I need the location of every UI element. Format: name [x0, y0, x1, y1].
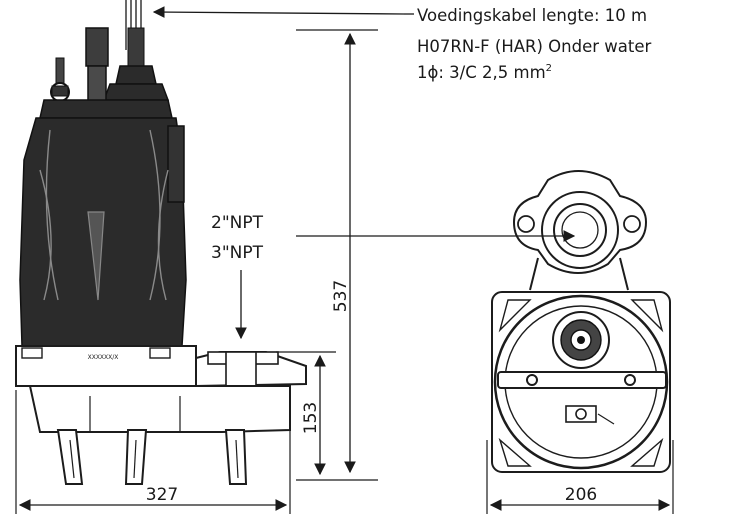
cable-section-text: 1ϕ: 3/C 2,5 mm2: [417, 63, 552, 82]
volute-body: [28, 385, 291, 433]
cable-note: Voedingskabel lengte: 10 m H07RN-F (HAR)…: [152, 6, 652, 82]
dimension-height-base: 153: [276, 351, 378, 481]
cable-length-text: Voedingskabel lengte: 10 m: [417, 6, 647, 25]
handle-bar-top: [497, 371, 667, 389]
leg-left: [56, 429, 84, 485]
dim-top-width: 206: [565, 485, 597, 505]
cable-section-main: 1ϕ: 3/C 2,5 mm: [417, 63, 546, 82]
cable-gland: [115, 65, 157, 85]
power-cable: [125, 0, 145, 67]
cable-leader-line: [152, 6, 405, 18]
dimension-width-top: 206: [486, 440, 674, 514]
dimension-height-total: 537: [296, 29, 378, 474]
label-3-npt: 3"NPT: [211, 243, 264, 263]
nameplate-text: XXXXXX/X: [88, 354, 119, 361]
handle-grip: [85, 27, 109, 67]
discharge-callouts: 2"NPT 3"NPT: [211, 213, 576, 340]
motor-top-cap: [39, 99, 173, 119]
dim-base-height: 153: [301, 402, 321, 434]
cable-section-sup: 2: [546, 63, 552, 74]
dim-side-width: 327: [146, 485, 178, 505]
leg-right: [224, 429, 248, 485]
lifting-eye: [50, 57, 70, 102]
cable-type-text: H07RN-F (HAR) Onder water: [417, 37, 652, 56]
label-2-npt: 2"NPT: [211, 213, 264, 233]
pump-side-view: XXXXXX/X: [15, 0, 307, 485]
leg-middle: [124, 429, 148, 485]
pump-top-view: [491, 170, 671, 473]
dim-total-height: 537: [331, 280, 351, 312]
dimension-width-side: 327: [15, 390, 291, 514]
